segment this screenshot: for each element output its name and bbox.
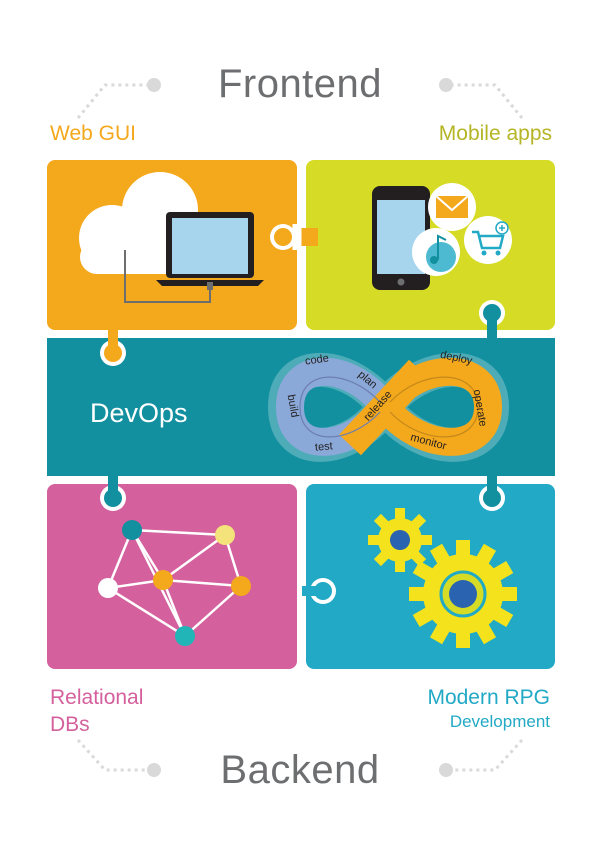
cart-icon	[464, 216, 512, 264]
gears-icon	[368, 508, 517, 648]
mail-icon	[428, 183, 476, 231]
relational-dbs-label: Relational DBs	[50, 684, 143, 738]
relational-dbs-line1: Relational	[50, 686, 144, 709]
modern-rpg-line1: Modern RPG	[427, 686, 550, 709]
cycle-test: test	[314, 440, 334, 454]
relational-dbs-line2: DBs	[50, 713, 90, 736]
music-icon	[412, 228, 460, 276]
web-gui-label: Web GUI	[50, 122, 136, 145]
infinity-loop-icon	[267, 352, 510, 462]
modern-rpg-label: Modern RPG Development	[427, 684, 550, 733]
devops-label: DevOps	[90, 398, 188, 428]
mobile-apps-label: Mobile apps	[438, 122, 552, 145]
frontend-title: Frontend	[217, 62, 383, 106]
network-graph-icon	[98, 520, 251, 646]
modern-rpg-line2: Development	[449, 712, 550, 731]
laptop-icon	[124, 212, 264, 303]
backend-title: Backend	[220, 748, 380, 792]
